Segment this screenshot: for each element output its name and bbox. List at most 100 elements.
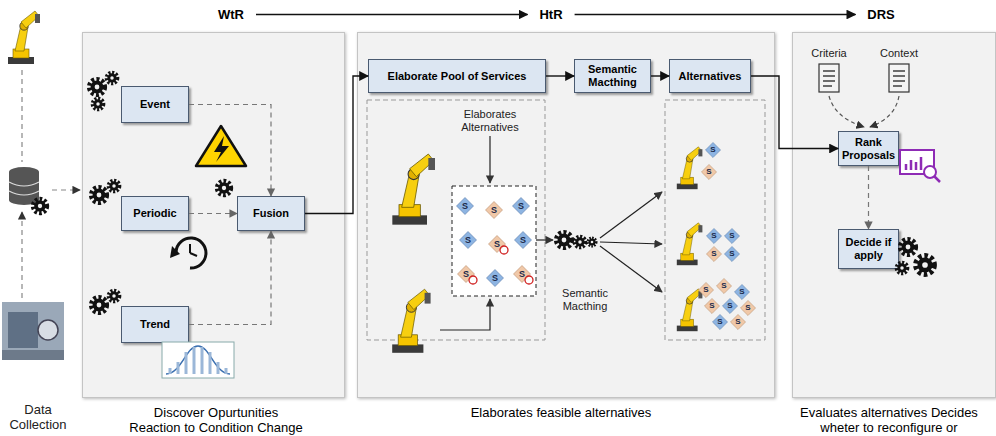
box-label: Periodic: [133, 207, 176, 220]
service-icon: [740, 300, 755, 315]
machine-photo: [2, 302, 64, 360]
robot-icon: [677, 223, 703, 265]
reject-mark: [525, 276, 533, 284]
service-icon: [487, 270, 504, 287]
analytics-monitor: [900, 150, 940, 182]
trend-chart: [162, 342, 234, 378]
flow-connector: [651, 75, 669, 76]
magnifier-handle: [934, 176, 940, 182]
process-box: Elaborate Pool of Services: [368, 59, 546, 93]
lightning-bolt: [214, 136, 229, 162]
service-icon: [705, 142, 720, 157]
flow-arrow: [440, 299, 490, 330]
machine-frame: [2, 302, 64, 360]
flow-arrow: [600, 192, 662, 238]
gear-icon: [91, 187, 107, 203]
service-letter: S: [463, 269, 469, 279]
box-label: Alternatives: [679, 70, 742, 83]
warning-triangle: [196, 126, 246, 166]
gear-icon: [900, 239, 916, 255]
data-link: [21, 212, 22, 298]
service-letter: S: [491, 205, 497, 215]
data-link: [52, 189, 80, 190]
process-box: Alternatives: [669, 59, 751, 93]
service-icon: [460, 232, 477, 249]
gear-icon: [33, 199, 47, 213]
reject-mark: [500, 246, 508, 254]
database-icon: [9, 167, 39, 205]
service-icon: [716, 278, 731, 293]
service-letter: S: [745, 303, 750, 312]
flow-connector: [305, 76, 368, 214]
service-letter: S: [709, 301, 714, 310]
robot-icon: [677, 289, 703, 331]
box-label: Trend: [140, 318, 170, 331]
service-icon: [704, 298, 719, 313]
flow-connector: [189, 105, 271, 197]
flow-connector: [751, 76, 838, 149]
input-arrow: [870, 96, 899, 127]
service-letter: S: [711, 231, 716, 240]
process-box: Periodic: [121, 196, 189, 231]
robot-icon: [392, 289, 430, 353]
service-letter: S: [465, 235, 471, 245]
process-box: Trend: [121, 306, 189, 343]
gear-icon: [89, 79, 105, 95]
service-pool-frame: [452, 186, 536, 296]
service-letter: S: [492, 273, 498, 283]
stage-panel: HtRElaborates feasible alternativesElabo…: [357, 32, 775, 398]
clock-arc: [176, 238, 206, 268]
gear-icon: [108, 180, 119, 191]
gear-icon: [92, 98, 103, 109]
service-icon: [457, 198, 474, 215]
service-icon: [515, 232, 532, 249]
annotation-label: Context: [880, 47, 918, 60]
machine-body: [8, 312, 38, 348]
database-top: [9, 167, 39, 177]
service-letter: S: [717, 317, 722, 326]
stage-panel: DRSEvaluates alternatives Decides wheter…: [792, 32, 996, 398]
service-letter: S: [518, 201, 524, 211]
service-letter: S: [729, 231, 734, 240]
flow-connector: [546, 75, 574, 76]
service-letter: S: [703, 285, 708, 294]
annotation-label: Data Collection: [0, 403, 78, 433]
database-rings: [9, 182, 39, 195]
gear-icon: [574, 236, 585, 247]
service-letter: S: [735, 317, 740, 326]
monitor-bars: [906, 157, 921, 170]
annotation-label: Elaborates Alternatives: [440, 108, 540, 133]
service-letter: S: [462, 201, 468, 211]
phase-heading: WtR: [218, 7, 244, 22]
clock-icon: [170, 238, 206, 268]
phase-caption: Discover Opurtunities Reaction to Condit…: [128, 405, 304, 435]
flow-connector: [189, 213, 237, 214]
robot-icon: [392, 154, 435, 225]
clock-hand: [190, 253, 197, 256]
context-document: [889, 64, 909, 92]
machine-bed: [2, 350, 64, 360]
service-icon: [734, 284, 749, 299]
service-icon: [458, 266, 475, 283]
database-bottom: [9, 195, 39, 205]
phase-heading: DRS: [867, 7, 894, 22]
box-label: Event: [140, 98, 170, 111]
box-label: Decide if apply: [841, 236, 896, 262]
service-icon: [514, 266, 531, 283]
service-letter: S: [721, 281, 726, 290]
chart-frame: [162, 342, 234, 378]
robot-icon: [677, 147, 703, 189]
process-box: Event: [121, 86, 189, 123]
gear-icon: [91, 297, 107, 313]
box-label: Semantic Macthing: [577, 63, 648, 89]
flow-connector: [189, 231, 271, 325]
gear-icon: [588, 238, 597, 247]
bell-curve: [166, 346, 230, 374]
service-letter: S: [727, 301, 732, 310]
robot-icon: [8, 11, 40, 64]
flow-arrow: [489, 136, 490, 183]
